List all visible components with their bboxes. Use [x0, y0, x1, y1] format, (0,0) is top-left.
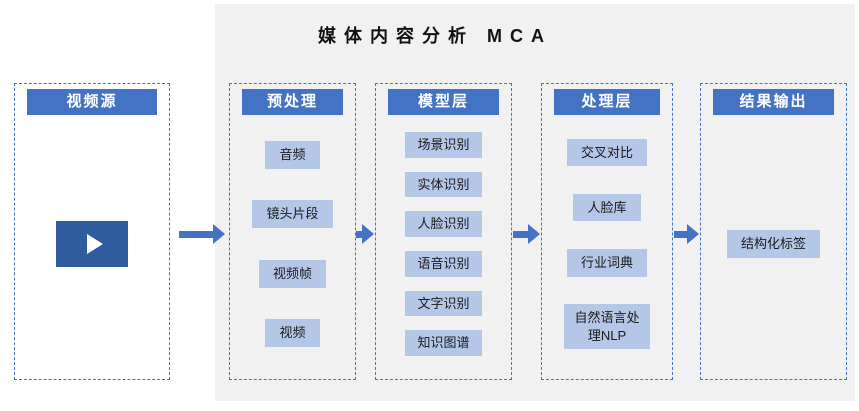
column-header-processing-layer: 处理层	[554, 89, 660, 115]
item-knowledge-graph: 知识图谱	[405, 330, 482, 356]
arrow-right-icon	[513, 224, 540, 244]
column-body-model-layer: 场景识别 实体识别 人脸识别 语音识别 文字识别 知识图谱	[376, 115, 511, 379]
column-header-model-layer: 模型层	[388, 89, 499, 115]
column-result-output: 结果输出 结构化标签	[700, 83, 847, 380]
column-processing-layer: 处理层 交叉对比 人脸库 行业词典 自然语言处理NLP	[541, 83, 673, 380]
item-industry-dictionary: 行业词典	[566, 249, 647, 277]
column-preprocessing: 预处理 音频 镜头片段 视频帧 视频	[229, 83, 356, 380]
item-entity-recognition: 实体识别	[405, 171, 482, 198]
column-body-processing-layer: 交叉对比 人脸库 行业词典 自然语言处理NLP	[542, 115, 672, 379]
column-header-video-source: 视频源	[27, 89, 157, 115]
item-video-frames: 视频帧	[258, 259, 326, 288]
item-text-recognition: 文字识别	[405, 290, 482, 317]
item-cross-compare: 交叉对比	[566, 138, 647, 167]
column-header-result-output: 结果输出	[713, 89, 834, 115]
column-video-source: 视频源	[14, 83, 170, 380]
column-body-preprocessing: 音频 镜头片段 视频帧 视频	[230, 115, 355, 379]
video-player-box	[56, 221, 128, 267]
arrow-right-icon	[674, 224, 699, 244]
item-nlp: 自然语言处理NLP	[564, 304, 650, 350]
arrow-right-icon	[356, 224, 374, 244]
play-icon	[86, 234, 103, 254]
diagram-title: 媒体内容分析 MCA	[318, 26, 552, 46]
item-scene-recognition: 场景识别	[405, 132, 482, 158]
item-face-recognition: 人脸识别	[405, 211, 482, 237]
arrow-right-icon	[179, 224, 225, 244]
item-face-database: 人脸库	[573, 193, 641, 222]
column-header-preprocessing: 预处理	[242, 89, 343, 115]
column-body-video-source	[15, 115, 169, 379]
item-video: 视频	[265, 319, 320, 348]
item-speech-recognition: 语音识别	[405, 251, 482, 277]
item-structured-tags: 结构化标签	[726, 230, 820, 258]
item-audio: 音频	[265, 140, 320, 169]
column-model-layer: 模型层 场景识别 实体识别 人脸识别 语音识别 文字识别 知识图谱	[375, 83, 512, 380]
column-body-result-output: 结构化标签	[701, 115, 846, 379]
item-shot-segments: 镜头片段	[252, 200, 333, 229]
